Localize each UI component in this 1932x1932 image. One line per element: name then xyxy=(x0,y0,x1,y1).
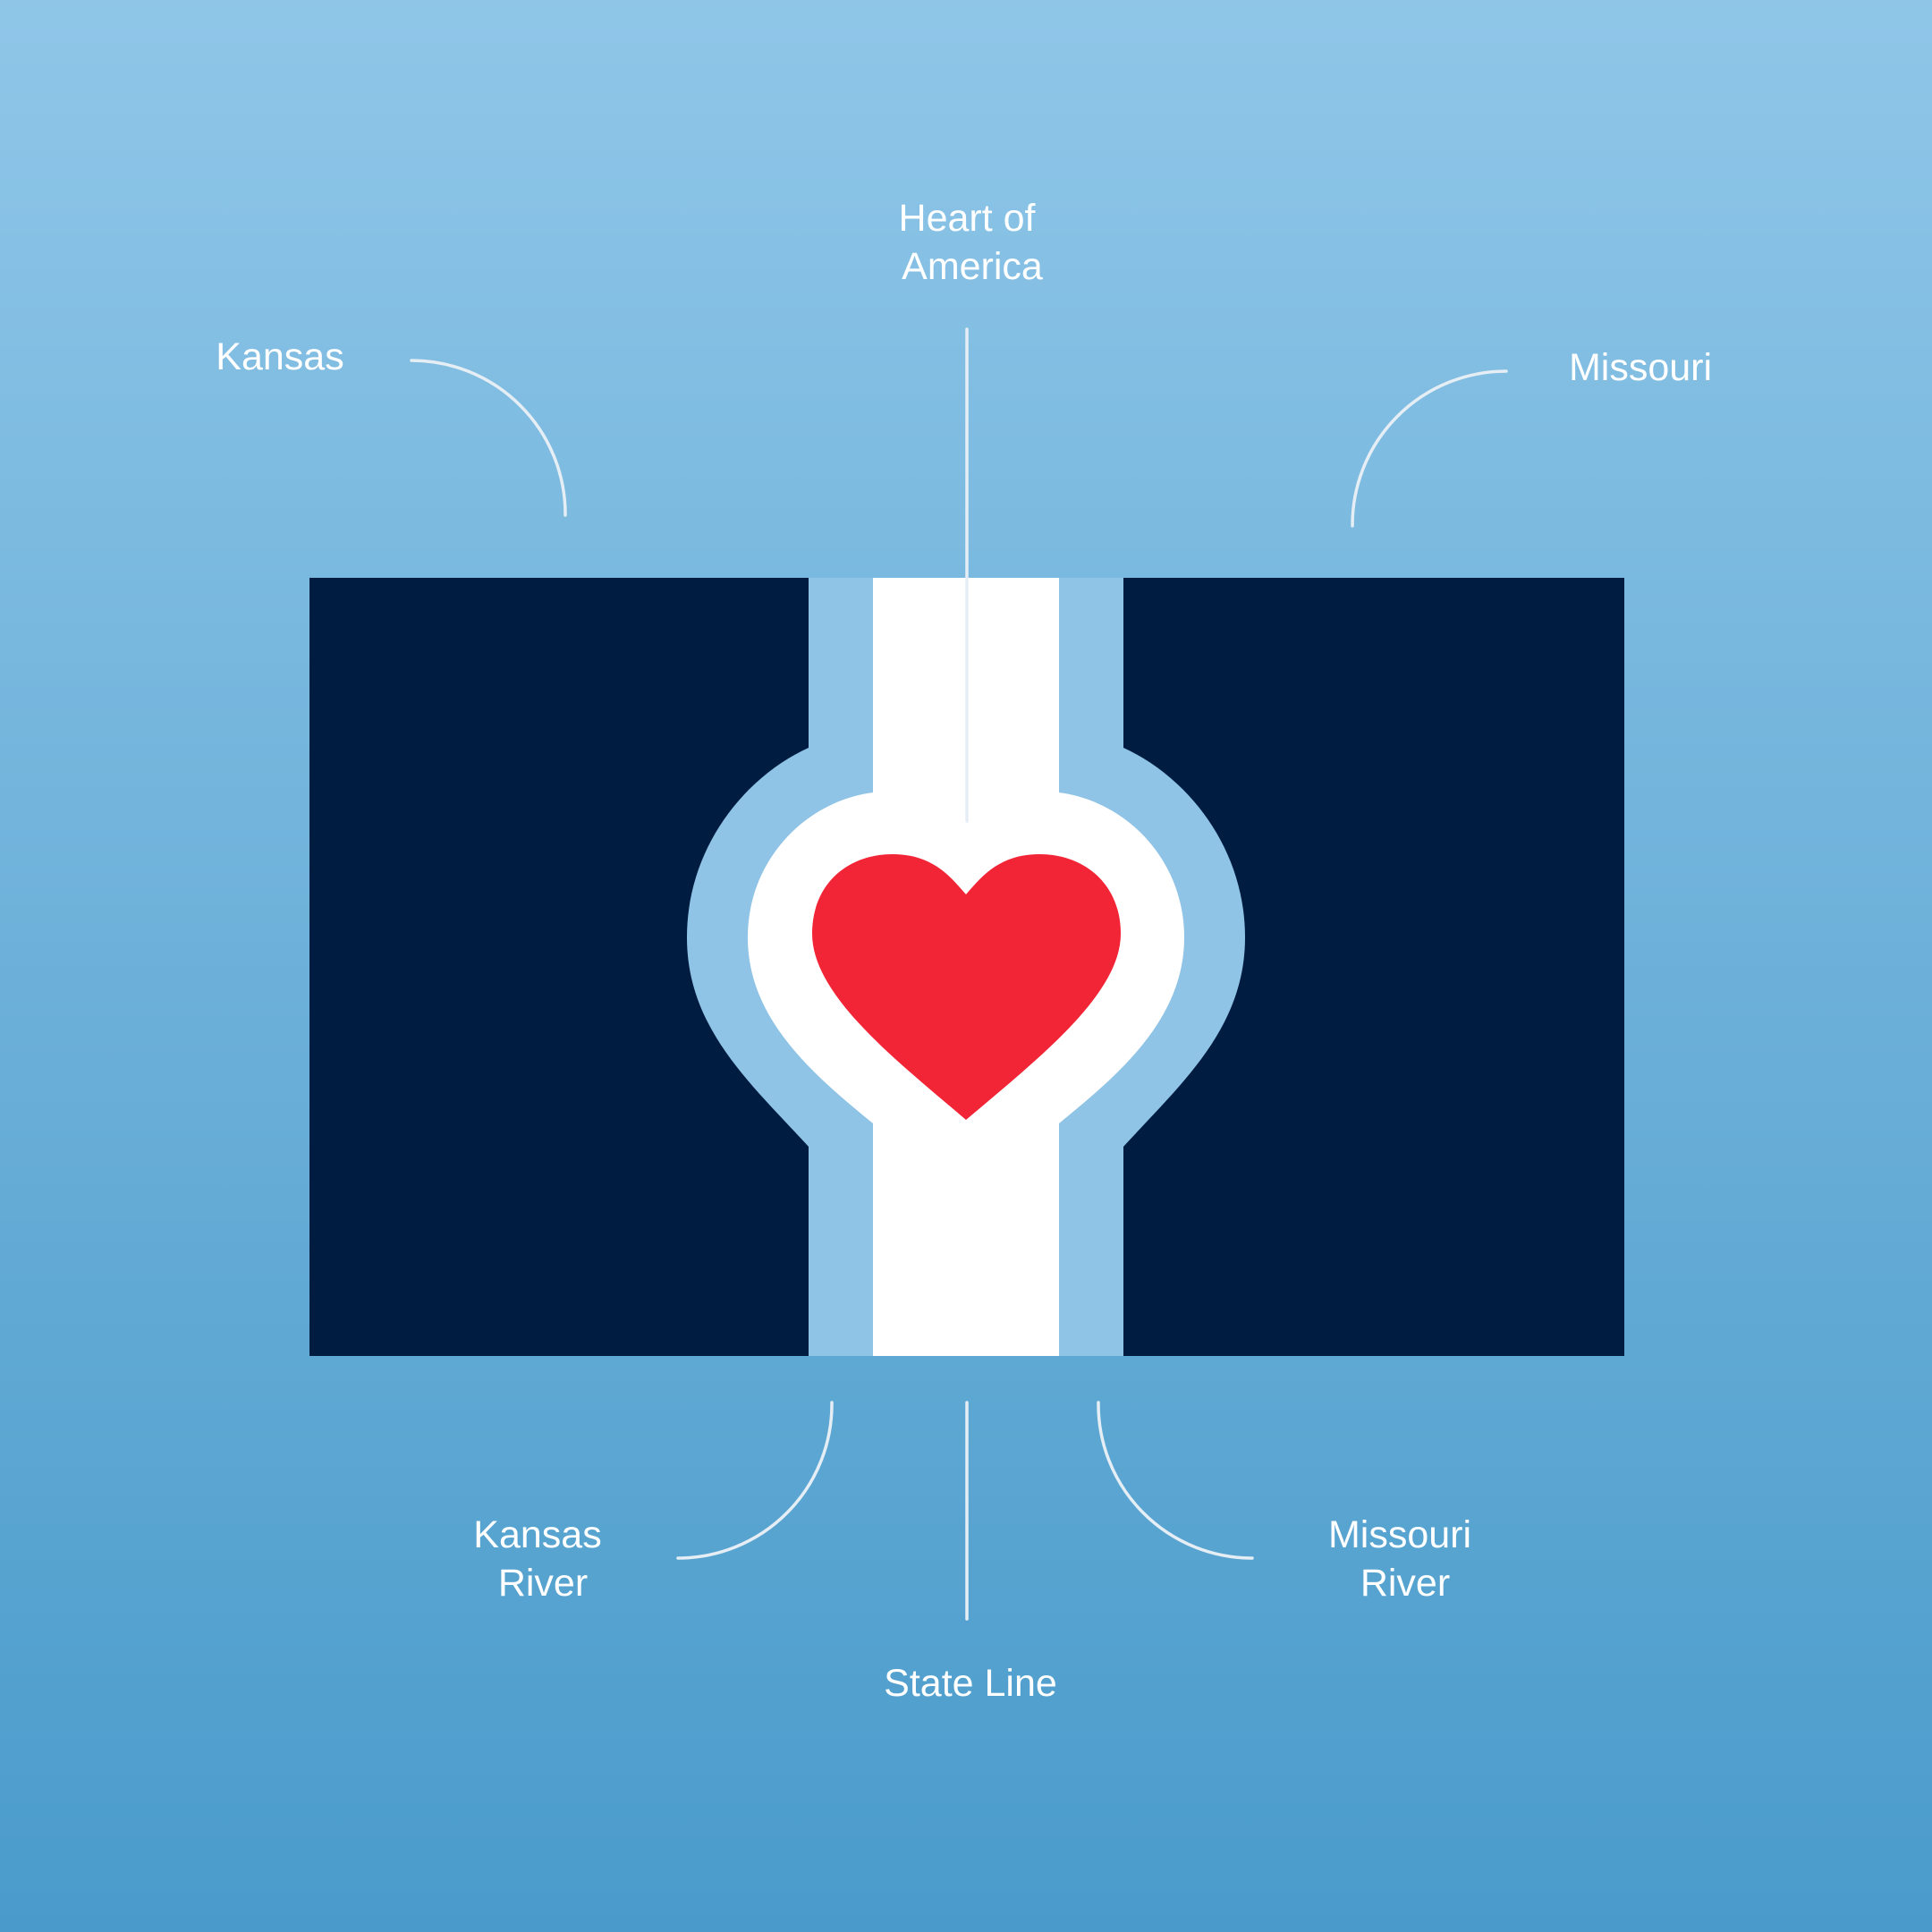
missouri-leader xyxy=(1351,369,1508,528)
missouri-label: Missouri xyxy=(1569,346,1712,389)
flag xyxy=(309,578,1624,1356)
heart-of-america-label-line2: America xyxy=(902,245,1043,288)
missouri-river-leader xyxy=(1097,1401,1254,1560)
state-line-label: State Line xyxy=(884,1662,1057,1705)
heart-of-america-label: Heart of America xyxy=(899,197,1046,288)
kansas-river-label-line2: River xyxy=(498,1562,588,1605)
kansas-leader xyxy=(410,359,567,517)
kansas-river-leader xyxy=(676,1401,834,1560)
heart-icon xyxy=(812,854,1121,1120)
missouri-river-label: Missouri River xyxy=(1328,1513,1482,1605)
heart-of-america-label-line1: Heart of xyxy=(899,197,1037,240)
missouri-river-label-line2: River xyxy=(1360,1562,1450,1605)
kansas-river-label: Kansas River xyxy=(473,1513,612,1605)
missouri-river-label-line1: Missouri xyxy=(1328,1513,1471,1556)
kansas-river-label-line1: Kansas xyxy=(473,1513,601,1556)
kansas-label: Kansas xyxy=(216,335,343,378)
